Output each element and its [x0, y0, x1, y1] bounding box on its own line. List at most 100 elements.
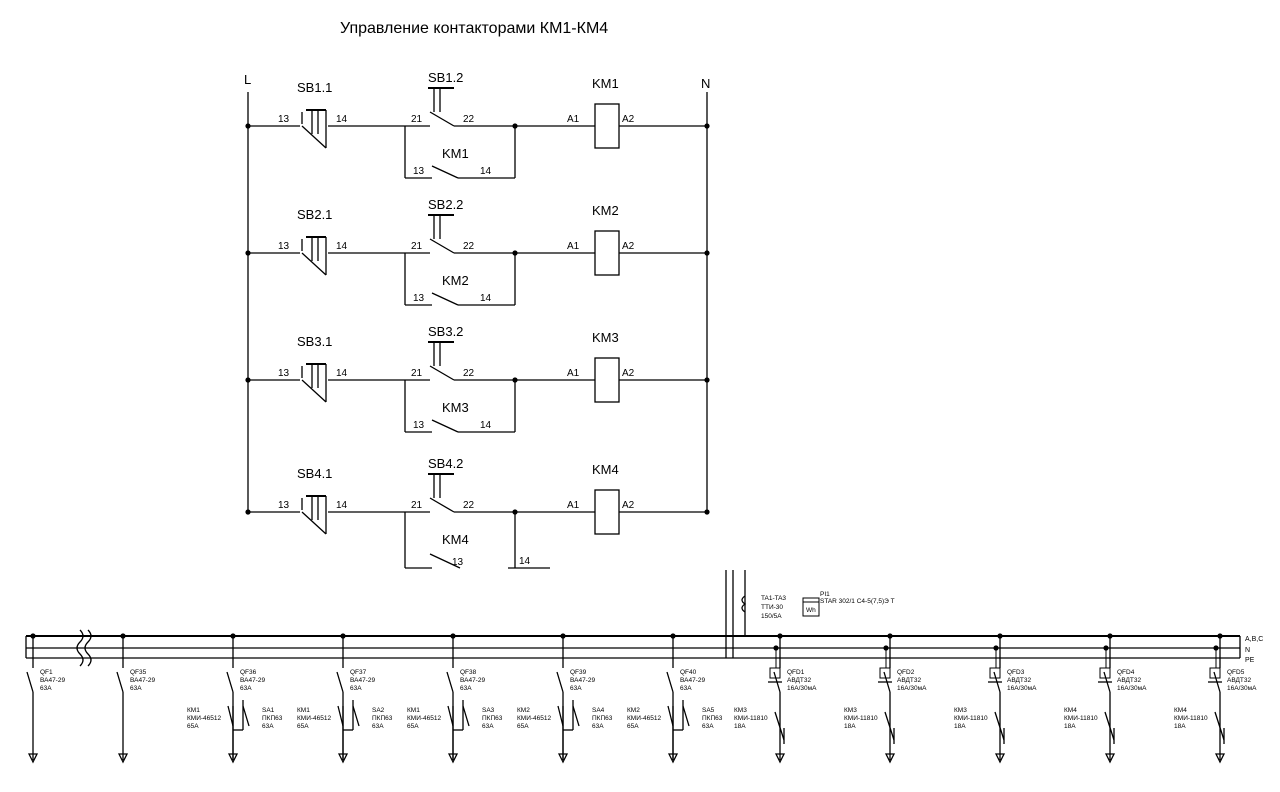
button-label: SB1.1: [297, 80, 332, 95]
feeder-arrow: [884, 753, 896, 764]
aux-contact: [431, 419, 459, 433]
contactor-label: КМ1: [297, 707, 310, 714]
aux-contact-label: KM3: [442, 400, 469, 415]
feeder-arrow: [117, 753, 129, 764]
switch-label: SA4: [592, 707, 605, 714]
contactor-label: КМ2: [627, 707, 640, 714]
coil-label: KM2: [592, 203, 619, 218]
busbar-break: [76, 629, 84, 667]
breaker-label: ВА47-29: [240, 677, 265, 684]
pin-label: 13: [278, 114, 290, 125]
contactor-contact: [667, 705, 674, 727]
junction-dot: [773, 645, 779, 651]
breaker-label: АВДТ32: [897, 677, 922, 684]
contactor-label: КМ2: [517, 707, 530, 714]
contactor-label: КМ1: [187, 707, 200, 714]
ct-label: 150/5A: [761, 613, 782, 620]
ct-label: TA1-TA3: [761, 595, 786, 602]
breaker-label: ВА47-29: [130, 677, 155, 684]
breaker-label: АВДТ32: [1227, 677, 1252, 684]
switch-label: ПКП63: [482, 715, 503, 722]
breaker-contact: [1103, 671, 1111, 693]
breaker-label: 16А/30мА: [1007, 685, 1037, 692]
button-contact: [301, 511, 327, 535]
pin-label: 22: [463, 368, 475, 379]
switch-label: 63А: [482, 723, 494, 730]
button-contact: [429, 238, 455, 254]
pin-label: 22: [463, 500, 475, 511]
contactor-label: КМ1: [407, 707, 420, 714]
contactor-coil: [594, 230, 620, 276]
switch-label: ПКП63: [592, 715, 613, 722]
aux-contact-label: KM2: [442, 273, 469, 288]
switch-label: 63А: [262, 723, 274, 730]
breaker-label: QFD3: [1007, 669, 1025, 676]
contactor-label: 65А: [407, 723, 419, 730]
contactor-label: КМИ-46512: [187, 715, 221, 722]
rcd-body: [769, 667, 781, 679]
breaker-label: АВДТ32: [787, 677, 812, 684]
rcd-body: [989, 667, 1001, 679]
breaker-label: 16А/30мА: [787, 685, 817, 692]
pin-label: A2: [622, 114, 635, 125]
feeder-arrow: [1104, 753, 1116, 764]
aux-contact: [429, 553, 461, 569]
pin-label: 21: [411, 114, 423, 125]
feeder-arrow: [994, 753, 1006, 764]
feeder-arrow: [27, 753, 39, 764]
pin-label: 14: [480, 293, 492, 304]
button-label: SB4.2: [428, 456, 463, 471]
button-contact: [301, 125, 327, 149]
contactor-label: КМ3: [734, 707, 747, 714]
contactor-label: КМ4: [1064, 707, 1077, 714]
pin-label: A2: [622, 500, 635, 511]
junction-dot: [993, 645, 999, 651]
breaker-label: 63А: [570, 685, 582, 692]
busbar-break: [84, 629, 92, 667]
diagram-title: Управление контакторами КМ1-КМ4: [340, 20, 608, 37]
coil-label: KM4: [592, 462, 619, 477]
meter-unit: Wh: [806, 607, 816, 614]
contactor-coil: [594, 489, 620, 535]
coil-label: KM1: [592, 76, 619, 91]
contactor-contact: [884, 711, 895, 741]
pin-label: 13: [278, 368, 290, 379]
breaker-label: АВДТ32: [1007, 677, 1032, 684]
contactor-contact: [994, 711, 1005, 741]
pin-label: 13: [278, 241, 290, 252]
pin-label: A2: [622, 368, 635, 379]
busbar-label: N: [1245, 647, 1250, 654]
breaker-label: АВДТ32: [1117, 677, 1142, 684]
button-label: SB2.2: [428, 197, 463, 212]
breaker-label: ВА47-29: [350, 677, 375, 684]
contactor-contact: [447, 705, 454, 727]
breaker-label: QF40: [680, 669, 697, 676]
contactor-label: КМИ-11810: [734, 715, 768, 722]
breaker-label: QF36: [240, 669, 257, 676]
contactor-label: 18А: [1064, 723, 1076, 730]
contactor-label: КМИ-46512: [407, 715, 441, 722]
breaker-contact: [336, 671, 344, 693]
contactor-label: 65А: [627, 723, 639, 730]
breaker-label: 63А: [460, 685, 472, 692]
breaker-label: 16А/30мА: [1227, 685, 1257, 692]
breaker-label: ВА47-29: [680, 677, 705, 684]
contactor-coil: [594, 357, 620, 403]
junction-dot: [1213, 645, 1219, 651]
pin-label: 14: [480, 420, 492, 431]
contactor-label: 18А: [954, 723, 966, 730]
breaker-label: 63А: [680, 685, 692, 692]
pin-label: 13: [413, 166, 425, 177]
breaker-contact: [993, 671, 1001, 693]
pin-label: 14: [336, 368, 348, 379]
pin-label: 14: [519, 556, 531, 567]
contactor-label: КМИ-46512: [517, 715, 551, 722]
switch-label: 63А: [702, 723, 714, 730]
rail-label-l: L: [244, 72, 251, 87]
contactor-label: 18А: [1174, 723, 1186, 730]
